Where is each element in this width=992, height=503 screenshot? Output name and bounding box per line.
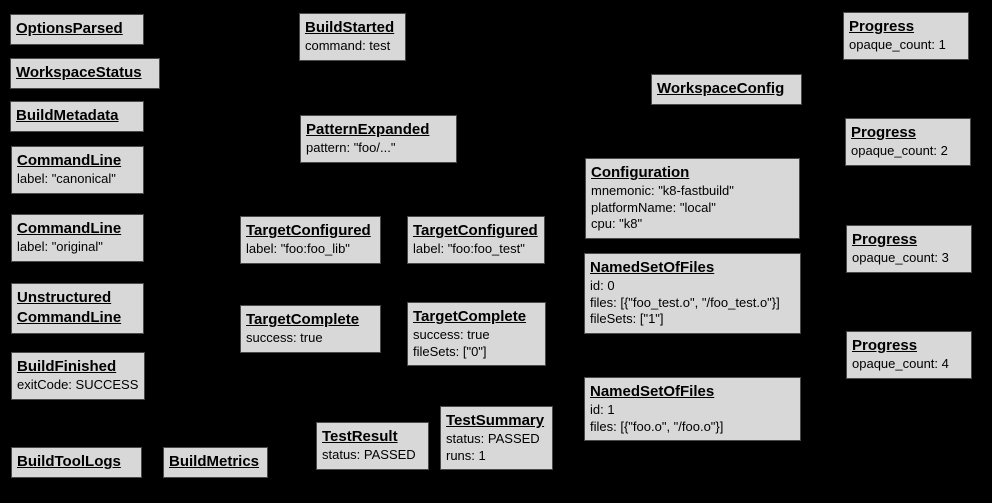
node-field: mnemonic: "k8-fastbuild" bbox=[591, 183, 734, 198]
node-field: exitCode: SUCCESS bbox=[17, 377, 139, 392]
node-field: cpu: "k8" bbox=[591, 216, 643, 231]
node-build-started: BuildStarted command: test bbox=[299, 13, 406, 61]
node-title: NamedSetOfFiles bbox=[590, 383, 715, 400]
node-title: TargetComplete bbox=[413, 308, 527, 325]
node-title: BuildMetrics bbox=[169, 453, 260, 470]
node-title: Progress bbox=[852, 337, 918, 354]
node-field: success: true bbox=[246, 330, 323, 345]
node-title: TargetConfigured bbox=[246, 222, 371, 239]
node-field: files: [{"foo.o", "/foo.o"}] bbox=[590, 418, 724, 434]
node-title: Progress bbox=[852, 231, 918, 248]
node-command-line-canonical: CommandLine label: "canonical" bbox=[11, 146, 144, 194]
node-progress-1: Progress opaque_count: 1 bbox=[843, 12, 969, 60]
node-field: fileSets: ["1"] bbox=[590, 311, 664, 326]
node-field: success: true bbox=[413, 327, 490, 342]
node-test-result: TestResult status: PASSED bbox=[316, 422, 429, 470]
node-build-finished: BuildFinished exitCode: SUCCESS bbox=[11, 352, 146, 400]
node-field: command: test bbox=[305, 38, 391, 53]
node-workspace-status: WorkspaceStatus bbox=[10, 58, 160, 89]
node-build-metrics: BuildMetrics bbox=[163, 447, 268, 478]
node-field: fileSets: ["0"] bbox=[413, 343, 487, 359]
node-build-metadata: BuildMetadata bbox=[10, 101, 144, 132]
node-field: label: "foo:foo_lib" bbox=[246, 241, 350, 256]
node-title: CommandLine bbox=[17, 220, 122, 237]
node-field: pattern: "foo/..." bbox=[306, 140, 396, 155]
node-field: opaque_count: 1 bbox=[849, 37, 946, 52]
node-title: Unstructured bbox=[17, 289, 112, 306]
node-title: BuildFinished bbox=[17, 358, 117, 375]
node-title: BuildToolLogs bbox=[17, 453, 121, 470]
node-progress-3: Progress opaque_count: 3 bbox=[846, 225, 972, 273]
node-field: runs: 1 bbox=[446, 447, 486, 463]
node-target-configured-foo-test: TargetConfigured label: "foo:foo_test" bbox=[407, 216, 545, 264]
node-build-tool-logs: BuildToolLogs bbox=[11, 447, 142, 478]
node-title: TestSummary bbox=[446, 412, 545, 429]
node-field: opaque_count: 3 bbox=[852, 250, 949, 265]
node-title: Progress bbox=[849, 18, 915, 35]
node-field: label: "original" bbox=[17, 239, 103, 254]
node-workspace-config: WorkspaceConfig bbox=[651, 74, 802, 105]
node-title: BuildStarted bbox=[305, 19, 395, 36]
node-pattern-expanded: PatternExpanded pattern: "foo/..." bbox=[300, 115, 457, 163]
node-field: opaque_count: 2 bbox=[851, 143, 948, 158]
node-command-line-original: CommandLine label: "original" bbox=[11, 214, 144, 262]
node-title: CommandLine bbox=[17, 309, 122, 326]
node-field: id: 0 bbox=[590, 278, 615, 293]
node-target-complete-foo-lib: TargetComplete success: true bbox=[240, 305, 381, 353]
node-field: opaque_count: 4 bbox=[852, 356, 949, 371]
node-field: status: PASSED bbox=[322, 447, 416, 462]
node-field: label: "foo:foo_test" bbox=[413, 241, 525, 256]
node-progress-4: Progress opaque_count: 4 bbox=[846, 331, 972, 379]
node-field: files: [{"foo_test.o", "/foo_test.o"}] bbox=[590, 294, 780, 310]
node-title: BuildMetadata bbox=[16, 107, 119, 124]
node-field: id: 1 bbox=[590, 402, 615, 417]
node-field: label: "canonical" bbox=[17, 171, 116, 186]
node-title: NamedSetOfFiles bbox=[590, 259, 715, 276]
node-title: TargetComplete bbox=[246, 311, 360, 328]
node-title: WorkspaceConfig bbox=[657, 80, 785, 97]
node-title: PatternExpanded bbox=[306, 121, 430, 138]
node-progress-2: Progress opaque_count: 2 bbox=[845, 118, 971, 166]
node-options-parsed: OptionsParsed bbox=[10, 14, 144, 45]
node-title: TargetConfigured bbox=[413, 222, 538, 239]
node-title: Progress bbox=[851, 124, 917, 141]
node-target-configured-foo-lib: TargetConfigured label: "foo:foo_lib" bbox=[240, 216, 381, 264]
node-title: TestResult bbox=[322, 428, 398, 445]
node-title: WorkspaceStatus bbox=[16, 64, 142, 81]
node-title: Configuration bbox=[591, 164, 690, 181]
node-configuration: Configuration mnemonic: "k8-fastbuild"pla… bbox=[585, 158, 800, 239]
node-field: status: PASSED bbox=[446, 431, 540, 446]
node-field: platformName: "local" bbox=[591, 199, 716, 215]
node-title: OptionsParsed bbox=[16, 20, 123, 37]
node-title: CommandLine bbox=[17, 152, 122, 169]
